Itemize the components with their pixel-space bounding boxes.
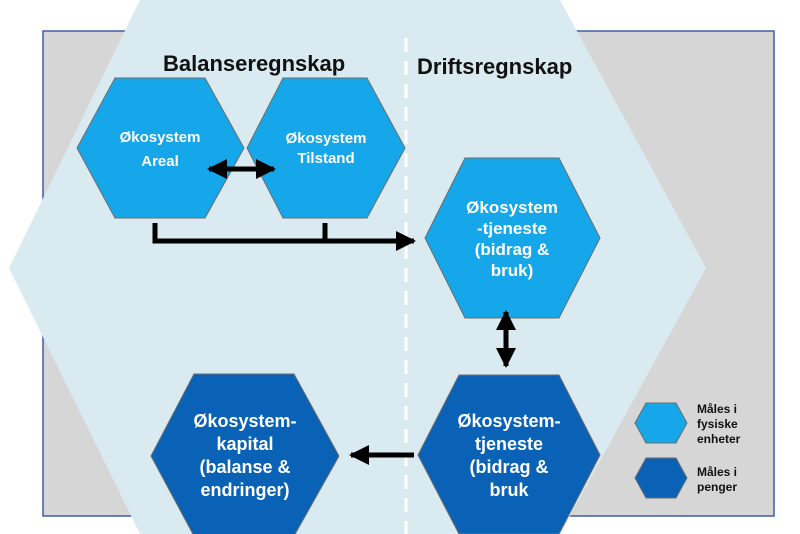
hexagon-kapital (150, 373, 340, 534)
legend-swatch-physical (634, 402, 688, 444)
hexagon-tilstand (246, 77, 406, 219)
node-label-tjeneste-money: Økosystem-tjeneste (bidrag &bruk (457, 411, 561, 500)
node-label-tjeneste-physical: Økosystem-tjeneste (bidrag &bruk) (466, 198, 558, 280)
heading-balance: Balanseregnskap (163, 51, 346, 76)
hexagon-tjeneste-physical (424, 157, 601, 319)
hexagon-areal (76, 77, 245, 219)
hexagon-tjeneste-money (417, 374, 601, 534)
legend-swatch-money (634, 457, 688, 499)
heading-operations: Driftsregnskap (417, 54, 573, 79)
arrow-balance-to-tjeneste (152, 223, 416, 251)
node-label-kapital: Økosystem-kapital (balanse &endringer) (193, 411, 297, 500)
connector-arrows (152, 159, 516, 465)
